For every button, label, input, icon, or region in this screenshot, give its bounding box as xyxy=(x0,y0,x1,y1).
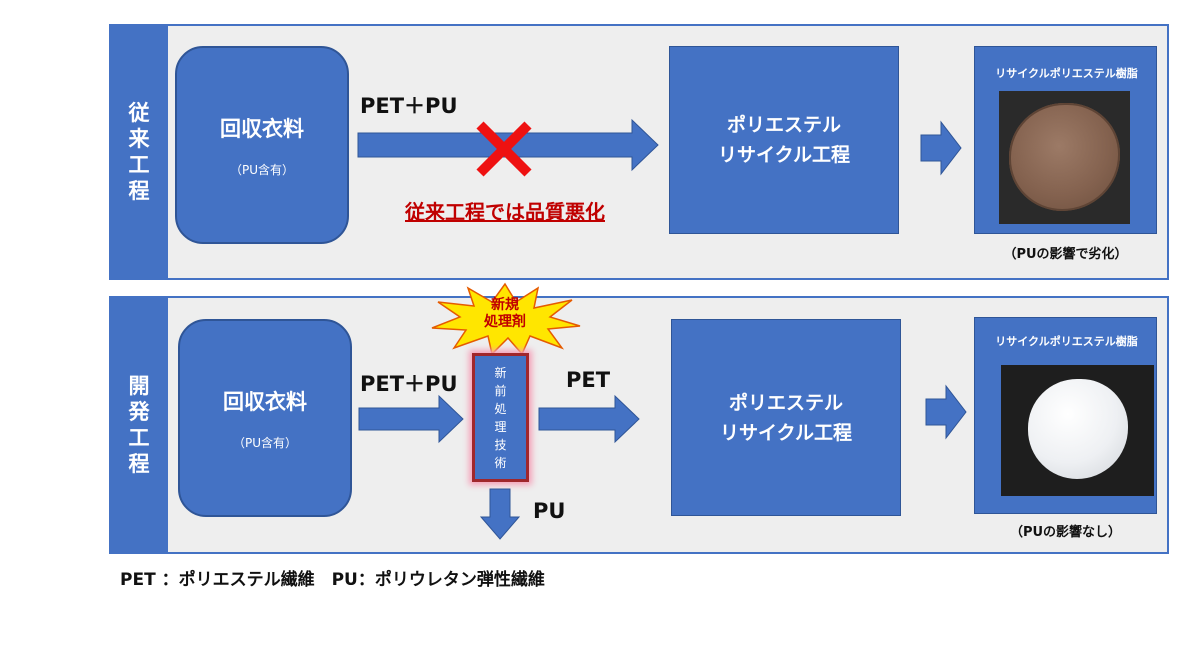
developed-pet-arrow xyxy=(538,394,640,444)
conventional-arrow-label: PET＋PU xyxy=(360,94,458,118)
conventional-sample-card: リサイクルポリエステル樹脂 xyxy=(974,46,1157,234)
developed-input-arrow-label: PET＋PU xyxy=(360,372,458,396)
recycling-box-line1: ポリエステル xyxy=(728,391,843,414)
abbreviation-legend: PET ：ポリエステル繊維 PU：ポリウレタン弾性繊維 xyxy=(120,570,545,590)
developed-recycling-box: ポリエステル リサイクル工程 xyxy=(671,319,901,516)
input-box-subtitle: （PU含有） xyxy=(232,435,298,450)
developed-input-arrow xyxy=(358,394,464,444)
quality-degradation-warning: 従来工程では品質悪化 xyxy=(405,200,605,224)
sample-card-title: リサイクルポリエステル樹脂 xyxy=(995,67,1138,80)
developed-side-label: 開発工程 xyxy=(110,297,168,553)
conventional-side-text: 従来工程 xyxy=(128,101,150,203)
conventional-input-box: 回収衣料 （PU含有） xyxy=(175,46,349,244)
pretreatment-text: 新前処理技術 xyxy=(494,365,507,470)
pu-removal-arrow xyxy=(479,488,521,540)
developed-input-box: 回収衣料 （PU含有） xyxy=(178,319,352,517)
burst-line1: 新規 xyxy=(491,297,519,313)
developed-output-arrow-label: PET xyxy=(566,368,611,392)
degraded-resin-photo xyxy=(999,91,1130,224)
clean-resin-disc xyxy=(1028,379,1128,479)
conventional-sample-caption: （PUの影響で劣化） xyxy=(1003,247,1128,262)
pu-removal-label: PU xyxy=(533,499,566,523)
developed-side-text: 開発工程 xyxy=(128,374,150,476)
clean-resin-photo xyxy=(1001,365,1154,496)
input-box-title: 回収衣料 xyxy=(223,389,307,414)
developed-sample-card: リサイクルポリエステル樹脂 xyxy=(974,317,1157,514)
pretreatment-box: 新前処理技術 xyxy=(472,353,529,482)
degraded-resin-disc xyxy=(1009,103,1120,211)
new-agent-burst xyxy=(431,282,581,356)
conventional-output-arrow xyxy=(920,120,962,176)
sample-card-title: リサイクルポリエステル樹脂 xyxy=(995,335,1138,348)
input-box-subtitle: （PU含有） xyxy=(229,162,295,177)
recycling-box-line1: ポリエステル xyxy=(726,114,841,136)
recycling-box-line2: リサイクル工程 xyxy=(719,421,853,444)
conventional-side-label: 従来工程 xyxy=(110,25,168,279)
rejected-cross-icon xyxy=(476,121,532,177)
new-agent-burst-text: 新規 処理剤 xyxy=(470,297,540,331)
developed-sample-caption: （PUの影響なし） xyxy=(1009,525,1122,540)
conventional-recycling-box: ポリエステル リサイクル工程 xyxy=(669,46,899,234)
recycling-box-line2: リサイクル工程 xyxy=(717,144,851,166)
input-box-title: 回収衣料 xyxy=(220,116,304,141)
burst-line2: 処理剤 xyxy=(484,314,526,330)
developed-output-arrow xyxy=(925,384,967,440)
